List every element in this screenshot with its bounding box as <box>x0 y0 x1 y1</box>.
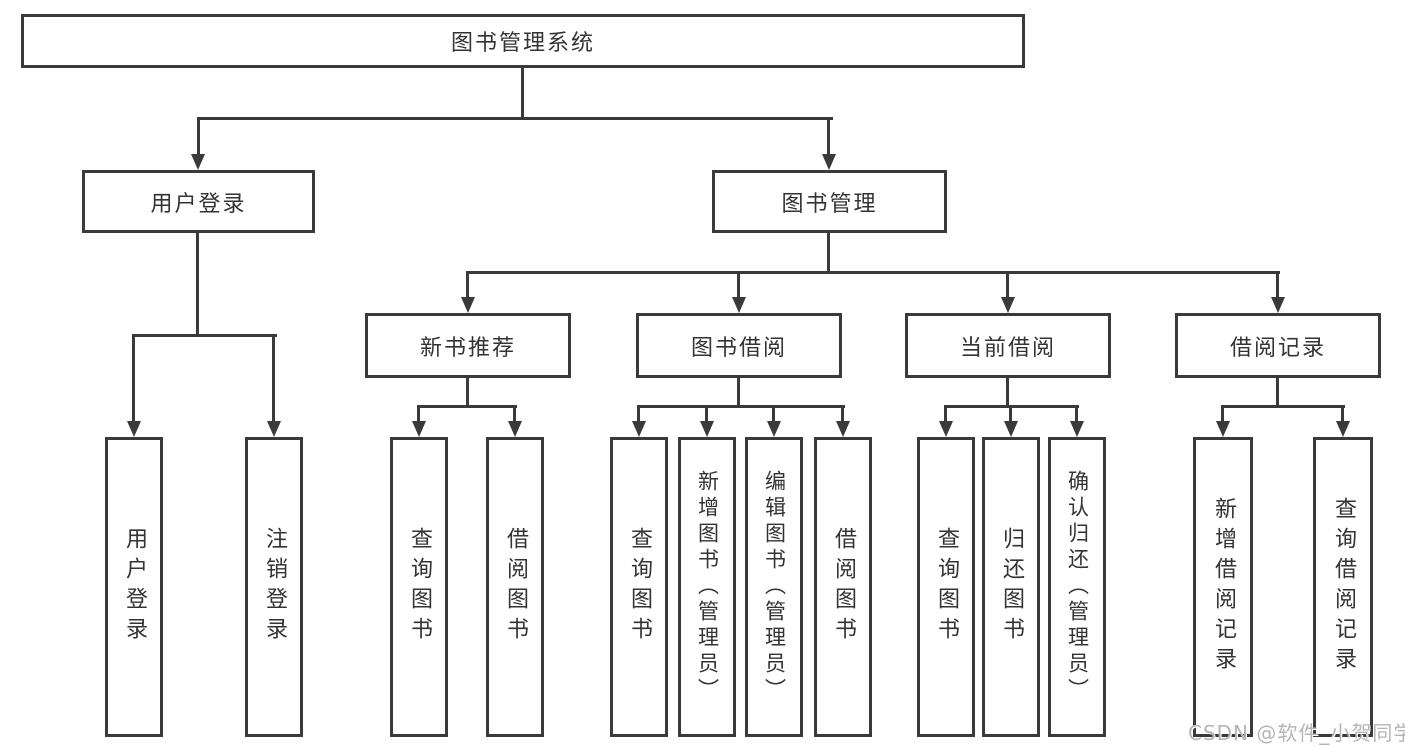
connector-root-drop-left <box>197 117 200 155</box>
connector-root-bus <box>197 117 833 120</box>
arrowhead-cb-return <box>1004 421 1018 437</box>
connector-mgmt-drop-1 <box>466 271 469 299</box>
arrowhead-bb-add <box>700 421 714 437</box>
node-current-borrow-label: 当前借阅 <box>959 335 1056 361</box>
connector-newbooks-drop-2 <box>513 405 516 423</box>
arrowhead-borrow-records <box>1271 297 1285 313</box>
leaf-nb-query: 查询图书 <box>390 437 448 737</box>
leaf-cb-return: 归还图书 <box>982 437 1040 737</box>
node-user-login: 用户登录 <box>82 170 315 233</box>
leaf-rec-add-label: 新增借阅记录 <box>1211 497 1236 677</box>
connector-mgmt-drop-4 <box>1276 271 1279 299</box>
connector-bookborrow-bus <box>637 405 845 408</box>
connector-bookborrow-stem <box>737 378 740 408</box>
leaf-logout-label: 注销登录 <box>262 527 287 647</box>
arrowhead-bb-borrow <box>836 421 850 437</box>
leaf-bb-edit: 编辑图书（管理员） <box>745 437 803 737</box>
arrowhead-login <box>127 421 141 437</box>
arrowhead-logout <box>267 421 281 437</box>
connector-root-stem <box>521 68 524 120</box>
arrowhead-cb-query <box>939 421 953 437</box>
leaf-bb-edit-label: 编辑图书（管理员） <box>762 470 787 704</box>
leaf-bb-query: 查询图书 <box>610 437 668 737</box>
leaf-bb-borrow: 借阅图书 <box>814 437 872 737</box>
arrowhead-rec-query <box>1336 421 1350 437</box>
node-user-login-label: 用户登录 <box>150 191 247 217</box>
leaf-nb-borrow-label: 借阅图书 <box>503 527 528 647</box>
connector-bookborrow-drop-2 <box>705 405 708 423</box>
node-book-mgmt-label: 图书管理 <box>781 191 878 217</box>
connector-mgmt-drop-2 <box>737 271 740 299</box>
connector-current-stem <box>1006 378 1009 408</box>
leaf-rec-query-label: 查询借阅记录 <box>1331 497 1356 677</box>
leaf-bb-query-label: 查询图书 <box>627 527 652 647</box>
csdn-watermark: CSDN @软件_小贺同学 <box>1188 721 1405 745</box>
leaf-nb-borrow: 借阅图书 <box>486 437 544 737</box>
arrowhead-current-borrow <box>1001 297 1015 313</box>
node-new-books-label: 新书推荐 <box>419 335 516 361</box>
arrowhead-cb-confirm <box>1070 421 1084 437</box>
leaf-rec-query: 查询借阅记录 <box>1313 437 1373 737</box>
connector-mgmt-bus <box>466 271 1280 274</box>
connector-current-drop-1 <box>944 405 947 423</box>
connector-records-drop-1 <box>1221 405 1224 423</box>
leaf-cb-return-label: 归还图书 <box>999 527 1024 647</box>
connector-records-stem <box>1276 378 1279 408</box>
connector-bookborrow-drop-4 <box>841 405 844 423</box>
connector-bookborrow-drop-1 <box>637 405 640 423</box>
leaf-logout: 注销登录 <box>245 437 303 737</box>
leaf-login-label: 用户登录 <box>122 527 147 647</box>
connector-records-bus <box>1221 405 1345 408</box>
node-root-label: 图书管理系统 <box>450 31 595 56</box>
arrowhead-user-login <box>191 154 205 170</box>
leaf-cb-query: 查询图书 <box>917 437 975 737</box>
node-book-borrow-label: 图书借阅 <box>690 335 787 361</box>
connector-current-drop-2 <box>1009 405 1012 423</box>
arrowhead-book-borrow <box>732 297 746 313</box>
node-current-borrow: 当前借阅 <box>905 313 1111 378</box>
connector-root-drop-right <box>827 117 830 155</box>
leaf-login: 用户登录 <box>105 437 163 737</box>
connector-login-stem <box>196 233 199 337</box>
connector-bookborrow-drop-3 <box>772 405 775 423</box>
leaf-cb-confirm: 确认归还（管理员） <box>1048 437 1106 737</box>
node-book-borrow: 图书借阅 <box>636 313 842 378</box>
leaf-cb-confirm-label: 确认归还（管理员） <box>1065 470 1090 704</box>
arrowhead-bb-query <box>632 421 646 437</box>
leaf-bb-borrow-label: 借阅图书 <box>831 527 856 647</box>
arrowhead-book-mgmt <box>822 154 836 170</box>
leaf-cb-query-label: 查询图书 <box>934 527 959 647</box>
node-new-books: 新书推荐 <box>365 313 571 378</box>
connector-login-bus <box>133 334 277 337</box>
connector-mgmt-drop-3 <box>1006 271 1009 299</box>
node-book-mgmt: 图书管理 <box>712 170 947 233</box>
leaf-bb-add-label: 新增图书（管理员） <box>695 470 720 704</box>
connector-current-drop-3 <box>1075 405 1078 423</box>
connector-mgmt-stem <box>827 233 830 274</box>
arrowhead-rec-add <box>1216 421 1230 437</box>
arrowhead-bb-edit <box>767 421 781 437</box>
arrowhead-new-books <box>461 297 475 313</box>
connector-records-drop-2 <box>1341 405 1344 423</box>
connector-login-drop-2 <box>272 334 275 422</box>
node-borrow-records: 借阅记录 <box>1175 313 1381 378</box>
leaf-nb-query-label: 查询图书 <box>407 527 432 647</box>
connector-newbooks-drop-1 <box>417 405 420 423</box>
leaf-rec-add: 新增借阅记录 <box>1193 437 1253 737</box>
arrowhead-nb-borrow <box>508 421 522 437</box>
connector-newbooks-bus <box>417 405 517 408</box>
node-root: 图书管理系统 <box>21 14 1025 68</box>
leaf-bb-add: 新增图书（管理员） <box>678 437 736 737</box>
connector-login-drop-1 <box>132 334 135 422</box>
arrowhead-nb-query <box>412 421 426 437</box>
node-borrow-records-label: 借阅记录 <box>1229 335 1326 361</box>
connector-newbooks-stem <box>466 378 469 408</box>
